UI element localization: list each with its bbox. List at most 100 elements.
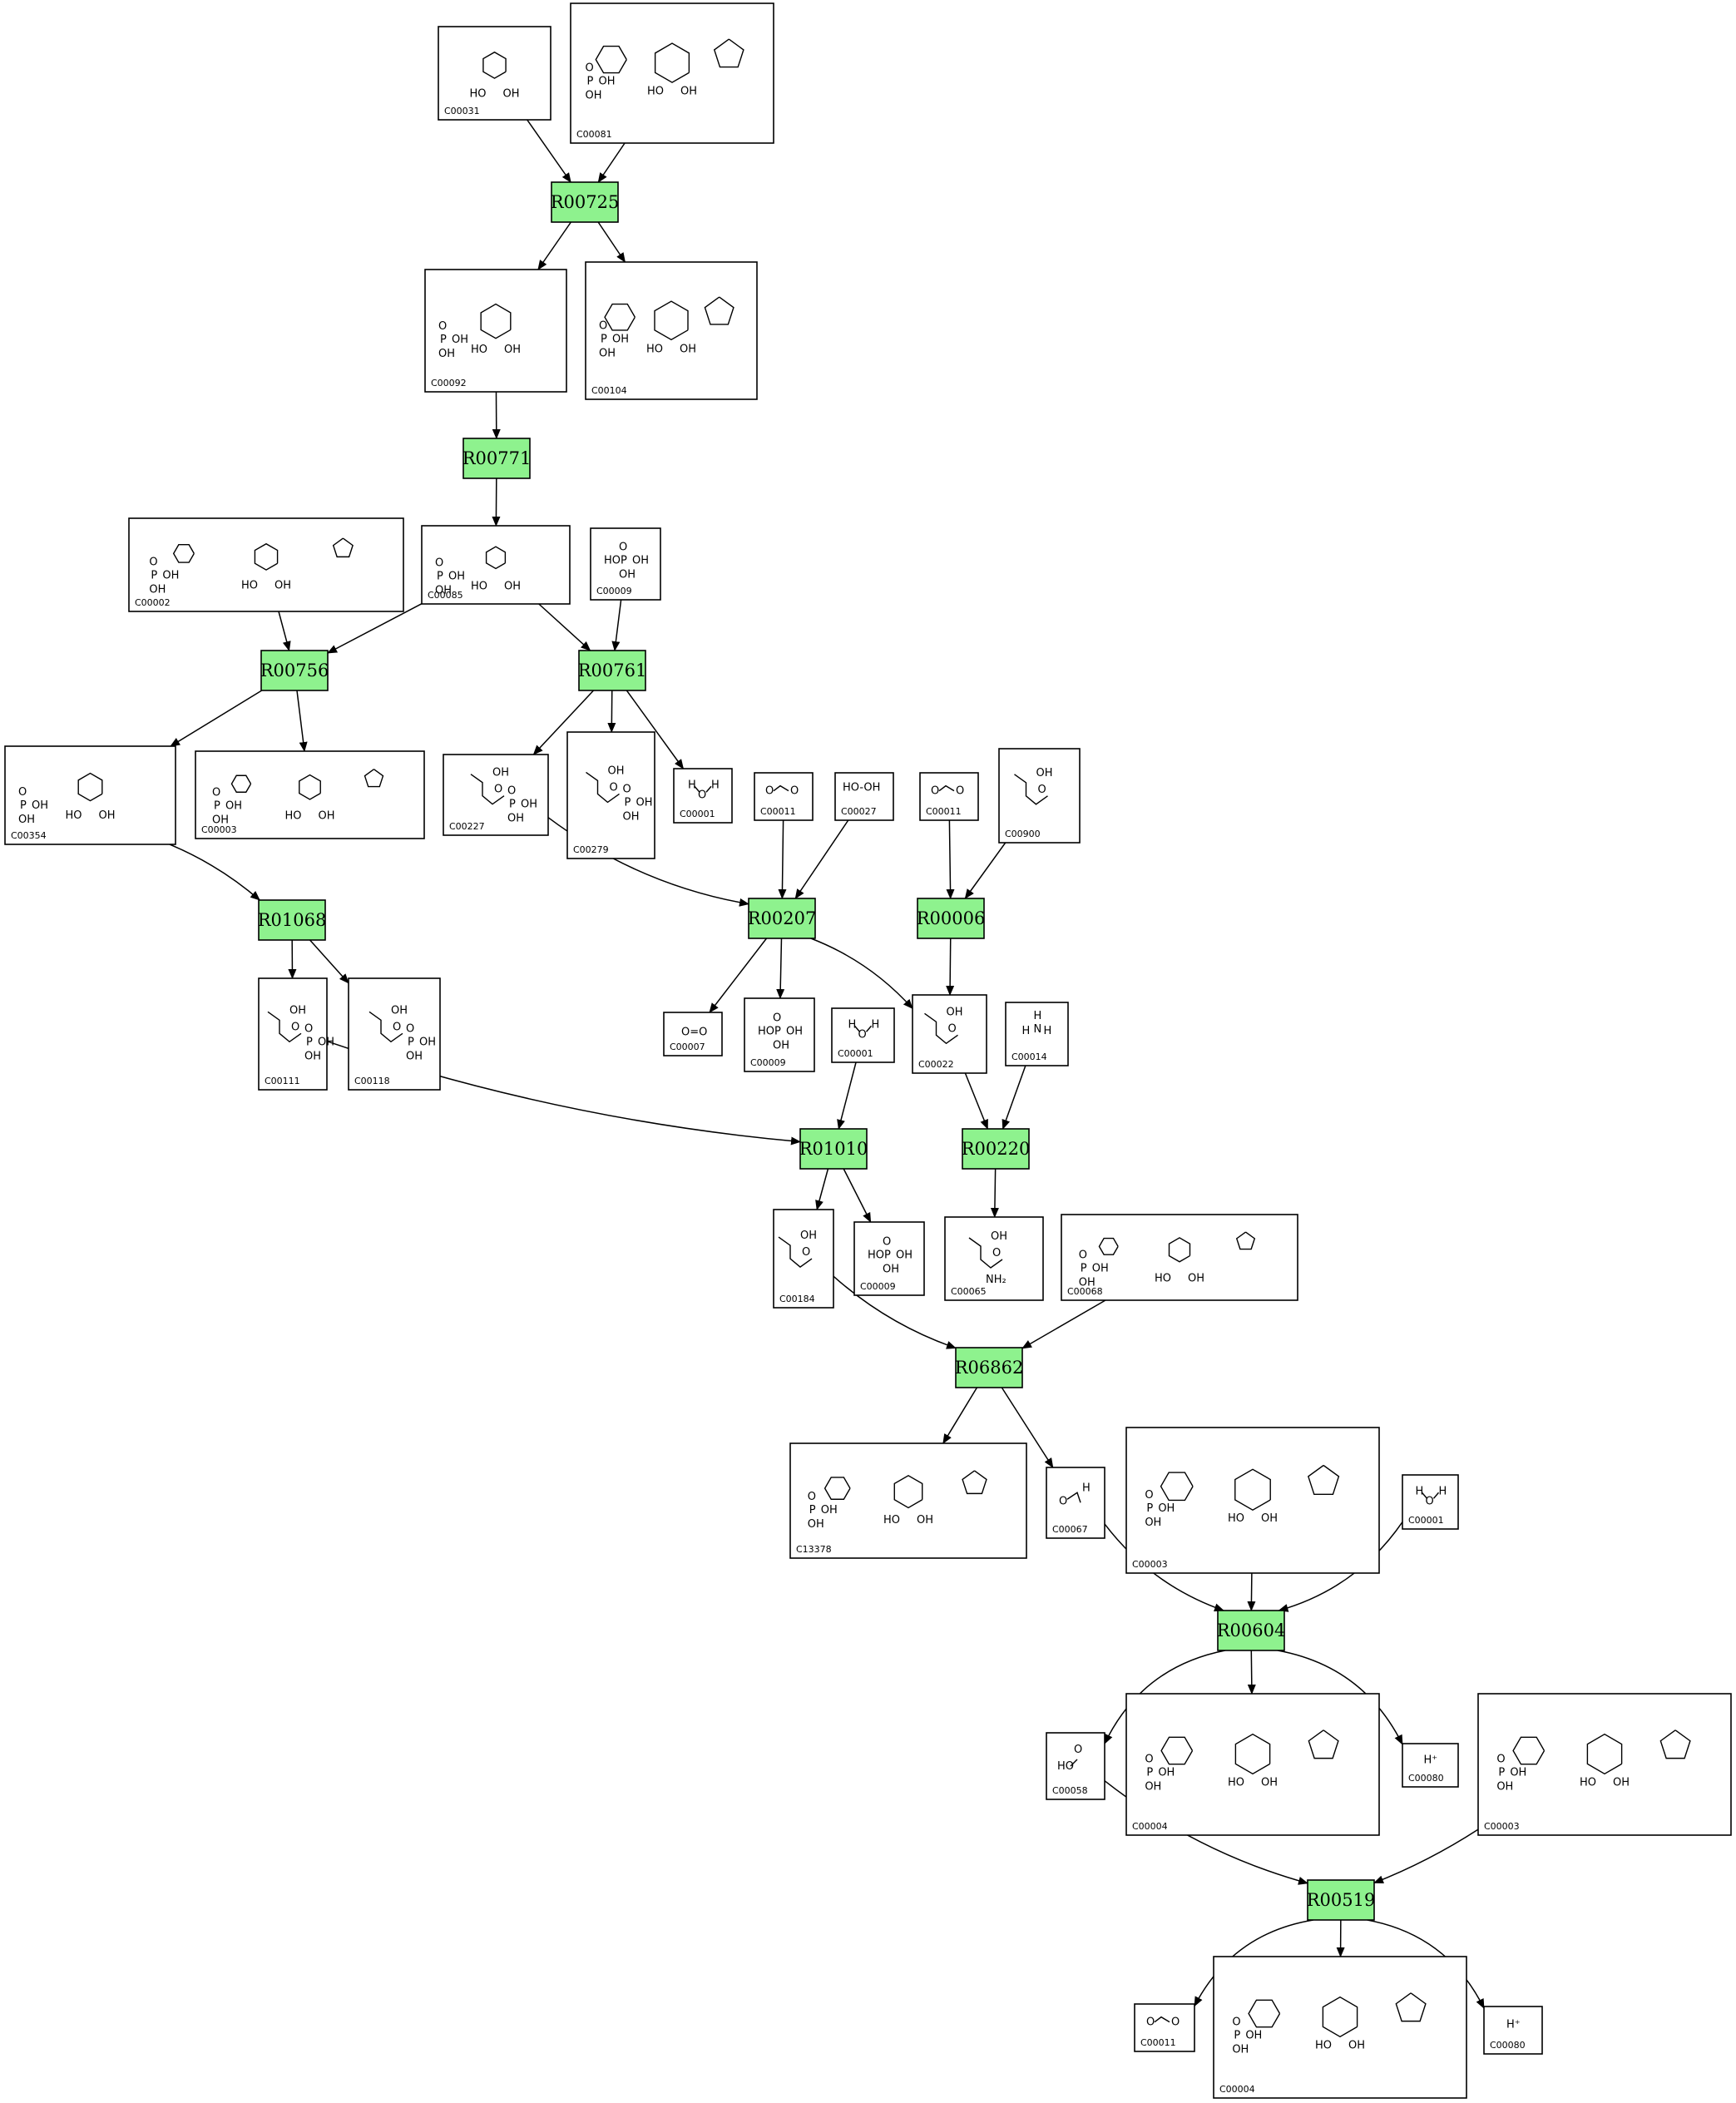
compound-id: C00022 [918, 1059, 954, 1070]
edge-R00756-c9 [296, 690, 308, 752]
edge-R00207-c20 [776, 938, 785, 999]
atom-label: OH [504, 580, 521, 592]
compound-node-C00080[interactable]: H⁺C00080 [1402, 1743, 1459, 1788]
atom-label: OH [438, 348, 455, 360]
reaction-node-R00220[interactable]: R00220 [962, 1128, 1031, 1170]
atom-label: P [1146, 1502, 1153, 1515]
atom-label: OH [800, 1230, 817, 1242]
atom-label: P [774, 1026, 781, 1038]
atom-label: O [406, 1022, 414, 1035]
atom-label: OH [304, 1050, 321, 1062]
atom-label: O [610, 781, 618, 794]
reaction-label: R00220 [962, 1139, 1031, 1159]
reaction-node-R01068[interactable]: R01068 [258, 899, 327, 941]
reaction-node-R00725[interactable]: R00725 [551, 181, 620, 223]
atom-label: O [623, 783, 631, 795]
reaction-node-R06862[interactable]: R06862 [955, 1347, 1024, 1388]
atom-label: P [509, 799, 516, 811]
atom-label: O [765, 785, 774, 798]
reaction-label: R00771 [462, 448, 532, 468]
carboxylic-acid-structure-icon: HOO [1057, 1744, 1082, 1773]
reaction-node-R00207[interactable]: R00207 [748, 898, 817, 939]
edge-R00725-c4 [597, 221, 626, 263]
compound-node-C00080[interactable]: H⁺C00080 [1483, 2006, 1543, 2055]
water-structure-icon: HOH [1416, 1485, 1447, 1507]
reaction-label: R00207 [748, 908, 817, 928]
compound-id: C00003 [1132, 1559, 1168, 1570]
reaction-node-R00604[interactable]: R00604 [1217, 1610, 1286, 1651]
atom-label: OH [636, 796, 653, 809]
reaction-node-R00006[interactable]: R00006 [917, 898, 986, 939]
atom-label: OH [419, 1036, 436, 1048]
peroxide-structure-icon: HO-OH [843, 782, 880, 794]
atom-label: OH [1036, 767, 1053, 779]
atom-label: OH [883, 1264, 899, 1276]
water-structure-icon: HOH [848, 1018, 880, 1041]
atom-label: OH [623, 810, 640, 823]
reaction-node-R00771[interactable]: R00771 [462, 438, 532, 479]
atom-label: H [1416, 1485, 1424, 1497]
atom-label: HO [883, 1514, 900, 1527]
atom-label: O [435, 557, 443, 569]
reaction-node-R00519[interactable]: R00519 [1307, 1879, 1376, 1921]
atom-label: OH [503, 87, 520, 100]
edge-R00761-c10 [532, 690, 595, 755]
atom-label: O [1145, 1489, 1153, 1502]
atom-label: OH [435, 584, 452, 596]
reaction-node-R01010[interactable]: R01010 [799, 1128, 868, 1170]
edge-c6-R00761 [538, 603, 591, 651]
reaction-node-R00761[interactable]: R00761 [578, 650, 647, 691]
atom-label: P [1234, 2030, 1240, 2042]
atom-label: OH [448, 570, 465, 582]
atom-label: P [20, 799, 27, 812]
atom-label: P [440, 334, 447, 346]
atom-label: OH [991, 1230, 1007, 1243]
atom-label: HO [646, 343, 663, 355]
atom-label: OH [274, 579, 291, 591]
atom-label: O [149, 556, 157, 568]
reaction-node-R00756[interactable]: R00756 [260, 650, 329, 691]
atom-label: O [931, 785, 939, 798]
